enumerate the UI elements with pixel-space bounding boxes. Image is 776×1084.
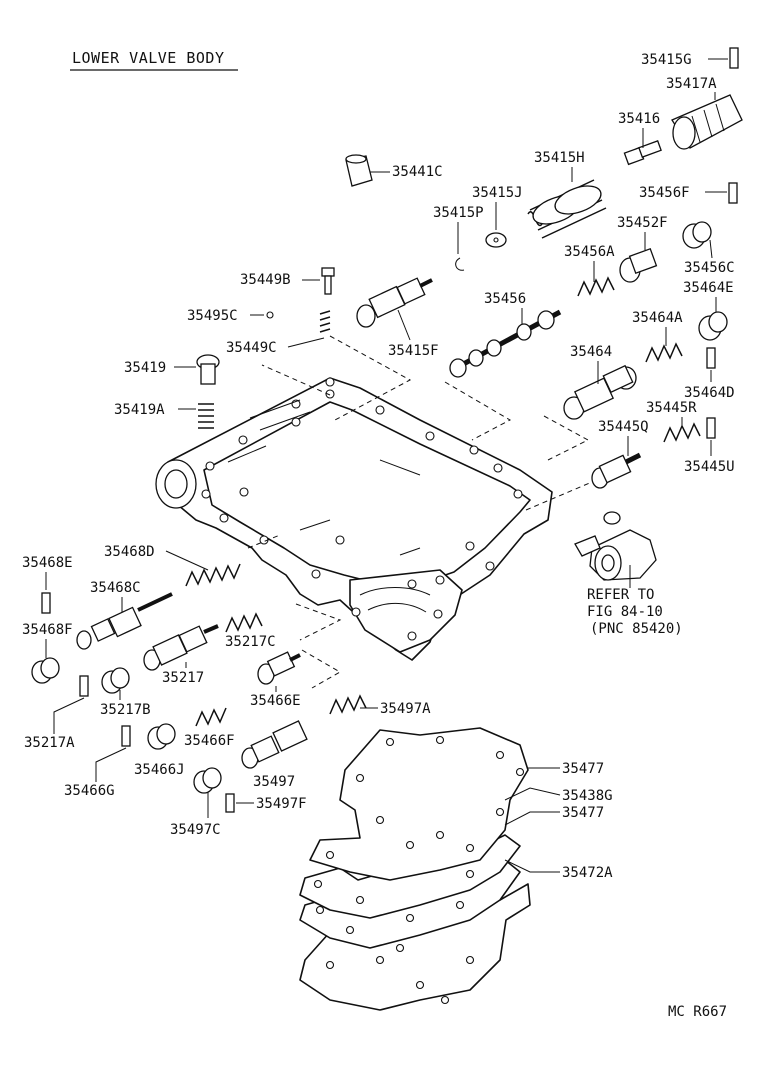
label-35415F: 35415F xyxy=(388,343,439,359)
label-35445U: 35445U xyxy=(684,459,735,475)
part-35217B-plug xyxy=(101,667,130,694)
part-35456A-spring xyxy=(577,276,615,297)
label-35466F: 35466F xyxy=(184,733,235,749)
label-35464: 35464 xyxy=(570,344,612,360)
diagram-title: LOWER VALVE BODY xyxy=(72,49,225,67)
part-35419-plug xyxy=(196,354,220,385)
part-35466G xyxy=(121,725,131,747)
part-35464-valve xyxy=(563,364,637,420)
label-35456F: 35456F xyxy=(639,185,690,201)
part-35468D-spring xyxy=(185,563,241,587)
part-35468F-plug xyxy=(31,657,60,684)
part-35416-plug xyxy=(623,140,662,166)
label-35464E: 35464E xyxy=(683,280,734,296)
refer-note-line-1: REFER TO xyxy=(587,587,654,603)
label-35217A: 35217A xyxy=(24,735,75,751)
label-35464D: 35464D xyxy=(684,385,735,401)
label-35449B: 35449B xyxy=(240,272,291,288)
part-35415G xyxy=(729,47,739,69)
label-35477-upper: 35477 xyxy=(562,761,604,777)
part-35466J-plug xyxy=(147,723,176,750)
label-35419A: 35419A xyxy=(114,402,165,418)
label-35456C: 35456C xyxy=(684,260,735,276)
label-35497A: 35497A xyxy=(380,701,431,717)
label-35415J: 35415J xyxy=(472,185,523,201)
part-35445Q-valve xyxy=(591,452,642,489)
refer-note-line-2: FIG 84-10 xyxy=(587,604,663,620)
part-35217C-spring xyxy=(225,612,263,633)
part-35452F-plug xyxy=(619,247,658,283)
label-35468F: 35468F xyxy=(22,622,73,638)
part-35497-valve xyxy=(241,720,308,769)
part-35417A-sleeve xyxy=(671,94,743,150)
part-35419A-spring xyxy=(198,403,214,429)
label-35415H: 35415H xyxy=(534,150,585,166)
gasket-35477-upper xyxy=(309,727,529,881)
part-35449C-spring xyxy=(319,310,331,333)
label-35468D: 35468D xyxy=(104,544,155,560)
part-35466E-valve xyxy=(257,651,301,685)
label-35415G: 35415G xyxy=(641,52,692,68)
label-35497C: 35497C xyxy=(170,822,221,838)
label-35441C: 35441C xyxy=(392,164,443,180)
label-35438G: 35438G xyxy=(562,788,613,804)
part-35217-valve xyxy=(143,624,219,671)
part-35495C-ball xyxy=(266,311,274,319)
label-35468E: 35468E xyxy=(22,555,73,571)
label-35445R: 35445R xyxy=(646,400,697,416)
label-35456A: 35456A xyxy=(564,244,615,260)
part-35497F xyxy=(225,793,235,813)
label-35477-lower: 35477 xyxy=(562,805,604,821)
lower-valve-body-casting xyxy=(155,377,553,661)
label-35456: 35456 xyxy=(484,291,526,307)
label-35464A: 35464A xyxy=(632,310,683,326)
label-35217B: 35217B xyxy=(100,702,151,718)
label-35497F: 35497F xyxy=(256,796,307,812)
label-35415P: 35415P xyxy=(433,205,484,221)
refer-note-line-3: (PNC 85420) xyxy=(590,621,683,637)
part-35497C-plug xyxy=(193,767,222,794)
label-35495C: 35495C xyxy=(187,308,238,324)
part-35468C-valve xyxy=(76,592,173,650)
label-35217: 35217 xyxy=(162,670,204,686)
label-35445Q: 35445Q xyxy=(598,419,649,435)
part-35464A-spring xyxy=(645,342,683,363)
alignment-dashes xyxy=(247,335,593,689)
part-35466F-spring xyxy=(195,707,227,727)
label-35452F: 35452F xyxy=(617,215,668,231)
part-35468E xyxy=(41,592,51,614)
part-35464D xyxy=(706,347,716,369)
label-35472A: 35472A xyxy=(562,865,613,881)
label-35497: 35497 xyxy=(253,774,295,790)
footer-code: MC R667 xyxy=(668,1004,727,1020)
part-35456C-plug xyxy=(682,221,712,249)
part-35464E-plug xyxy=(698,311,728,341)
label-35217C: 35217C xyxy=(225,634,276,650)
label-35417A: 35417A xyxy=(666,76,717,92)
part-35497A-spring xyxy=(329,694,367,715)
label-35468C: 35468C xyxy=(90,580,141,596)
part-35415F-valve xyxy=(356,277,433,328)
label-35416: 35416 xyxy=(618,111,660,127)
part-35445U xyxy=(706,417,716,439)
part-35456-valve xyxy=(449,309,562,378)
part-35415P-clip xyxy=(455,257,465,271)
part-35456F xyxy=(728,182,738,204)
part-35441C-sleeve xyxy=(345,154,373,187)
part-35449B-bolt xyxy=(321,267,335,295)
label-35419: 35419 xyxy=(124,360,166,376)
solenoid-assembly xyxy=(574,511,657,581)
label-35466E: 35466E xyxy=(250,693,301,709)
label-35466J: 35466J xyxy=(134,762,185,778)
part-35217A xyxy=(79,675,89,697)
label-35466G: 35466G xyxy=(64,783,115,799)
label-35449C: 35449C xyxy=(226,340,277,356)
